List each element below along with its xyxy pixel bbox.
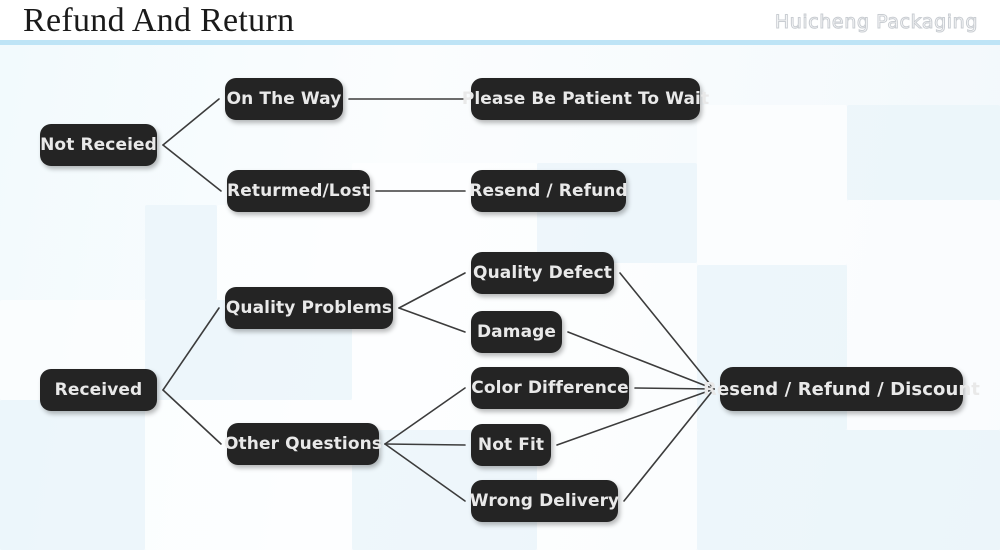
- node-quality-problems[interactable]: Quality Problems: [225, 287, 393, 329]
- node-not-received[interactable]: Not Receied: [40, 124, 157, 166]
- node-label: Returmed/Lost: [227, 181, 370, 201]
- connector-not-received-to-returned-lost: [162, 144, 222, 192]
- node-damage[interactable]: Damage: [471, 311, 562, 353]
- node-label: Color Difference: [471, 378, 629, 398]
- node-color-difference[interactable]: Color Difference: [471, 367, 629, 409]
- background-tile: [217, 205, 352, 300]
- background-tile: [697, 430, 1000, 550]
- page-title: Refund And Return: [23, 2, 295, 39]
- connector-wrong-delivery-to-resend-refund-discount: [623, 388, 715, 502]
- connector-received-to-other-questions: [162, 389, 222, 445]
- node-returned-lost[interactable]: Returmed/Lost: [227, 170, 370, 212]
- node-label: On The Way: [226, 89, 342, 109]
- node-label: Not Receied: [40, 135, 157, 155]
- connector-damage-to-resend-refund-discount: [567, 331, 715, 390]
- node-not-fit[interactable]: Not Fit: [471, 424, 551, 466]
- connector-not-fit-to-resend-refund-discount: [556, 388, 715, 446]
- connector-received-to-quality-problems: [162, 307, 220, 391]
- connector-quality-problems-to-damage: [398, 307, 466, 333]
- brand-watermark: Huicheng Packaging: [774, 11, 978, 34]
- connector-other-questions-to-wrong-delivery: [384, 443, 466, 502]
- node-resend-refund-discount[interactable]: Resend / Refund / Discount: [703, 367, 980, 411]
- node-be-patient[interactable]: Please Be Patient To Wait: [462, 78, 709, 120]
- node-label: Quality Defect: [473, 263, 612, 283]
- node-received[interactable]: Received: [40, 369, 157, 411]
- connector-quality-problems-to-quality-defect: [398, 272, 466, 309]
- node-label: Quality Problems: [225, 298, 393, 318]
- connector-lines: [162, 98, 715, 502]
- connector-other-questions-to-color-difference: [384, 387, 466, 445]
- connector-other-questions-to-not-fit: [384, 443, 466, 446]
- node-label: Not Fit: [477, 435, 545, 455]
- node-on-the-way[interactable]: On The Way: [225, 78, 343, 120]
- background-tile: [847, 105, 1000, 200]
- connector-color-difference-to-resend-refund-discount: [634, 387, 715, 390]
- node-wrong-delivery[interactable]: Wrong Delivery: [469, 480, 620, 522]
- node-label: Resend / Refund: [469, 181, 628, 201]
- background-tile: [0, 400, 145, 550]
- node-label: Please Be Patient To Wait: [461, 89, 710, 109]
- node-label: Received: [54, 380, 143, 400]
- header-divider: [0, 40, 1000, 45]
- background-tile: [145, 205, 217, 300]
- node-other-questions[interactable]: Other Questions: [223, 423, 383, 465]
- node-resend-refund[interactable]: Resend / Refund: [469, 170, 628, 212]
- node-quality-defect[interactable]: Quality Defect: [471, 252, 614, 294]
- node-label: Other Questions: [223, 434, 383, 454]
- node-label: Wrong Delivery: [469, 491, 620, 511]
- connector-not-received-to-on-the-way: [162, 98, 220, 146]
- node-label: Resend / Refund / Discount: [703, 378, 981, 400]
- background-tile: [697, 105, 847, 265]
- node-label: Damage: [476, 322, 557, 342]
- connector-quality-defect-to-resend-refund-discount: [619, 272, 715, 390]
- slide-header: Refund And Return Huicheng Packaging: [0, 0, 1000, 45]
